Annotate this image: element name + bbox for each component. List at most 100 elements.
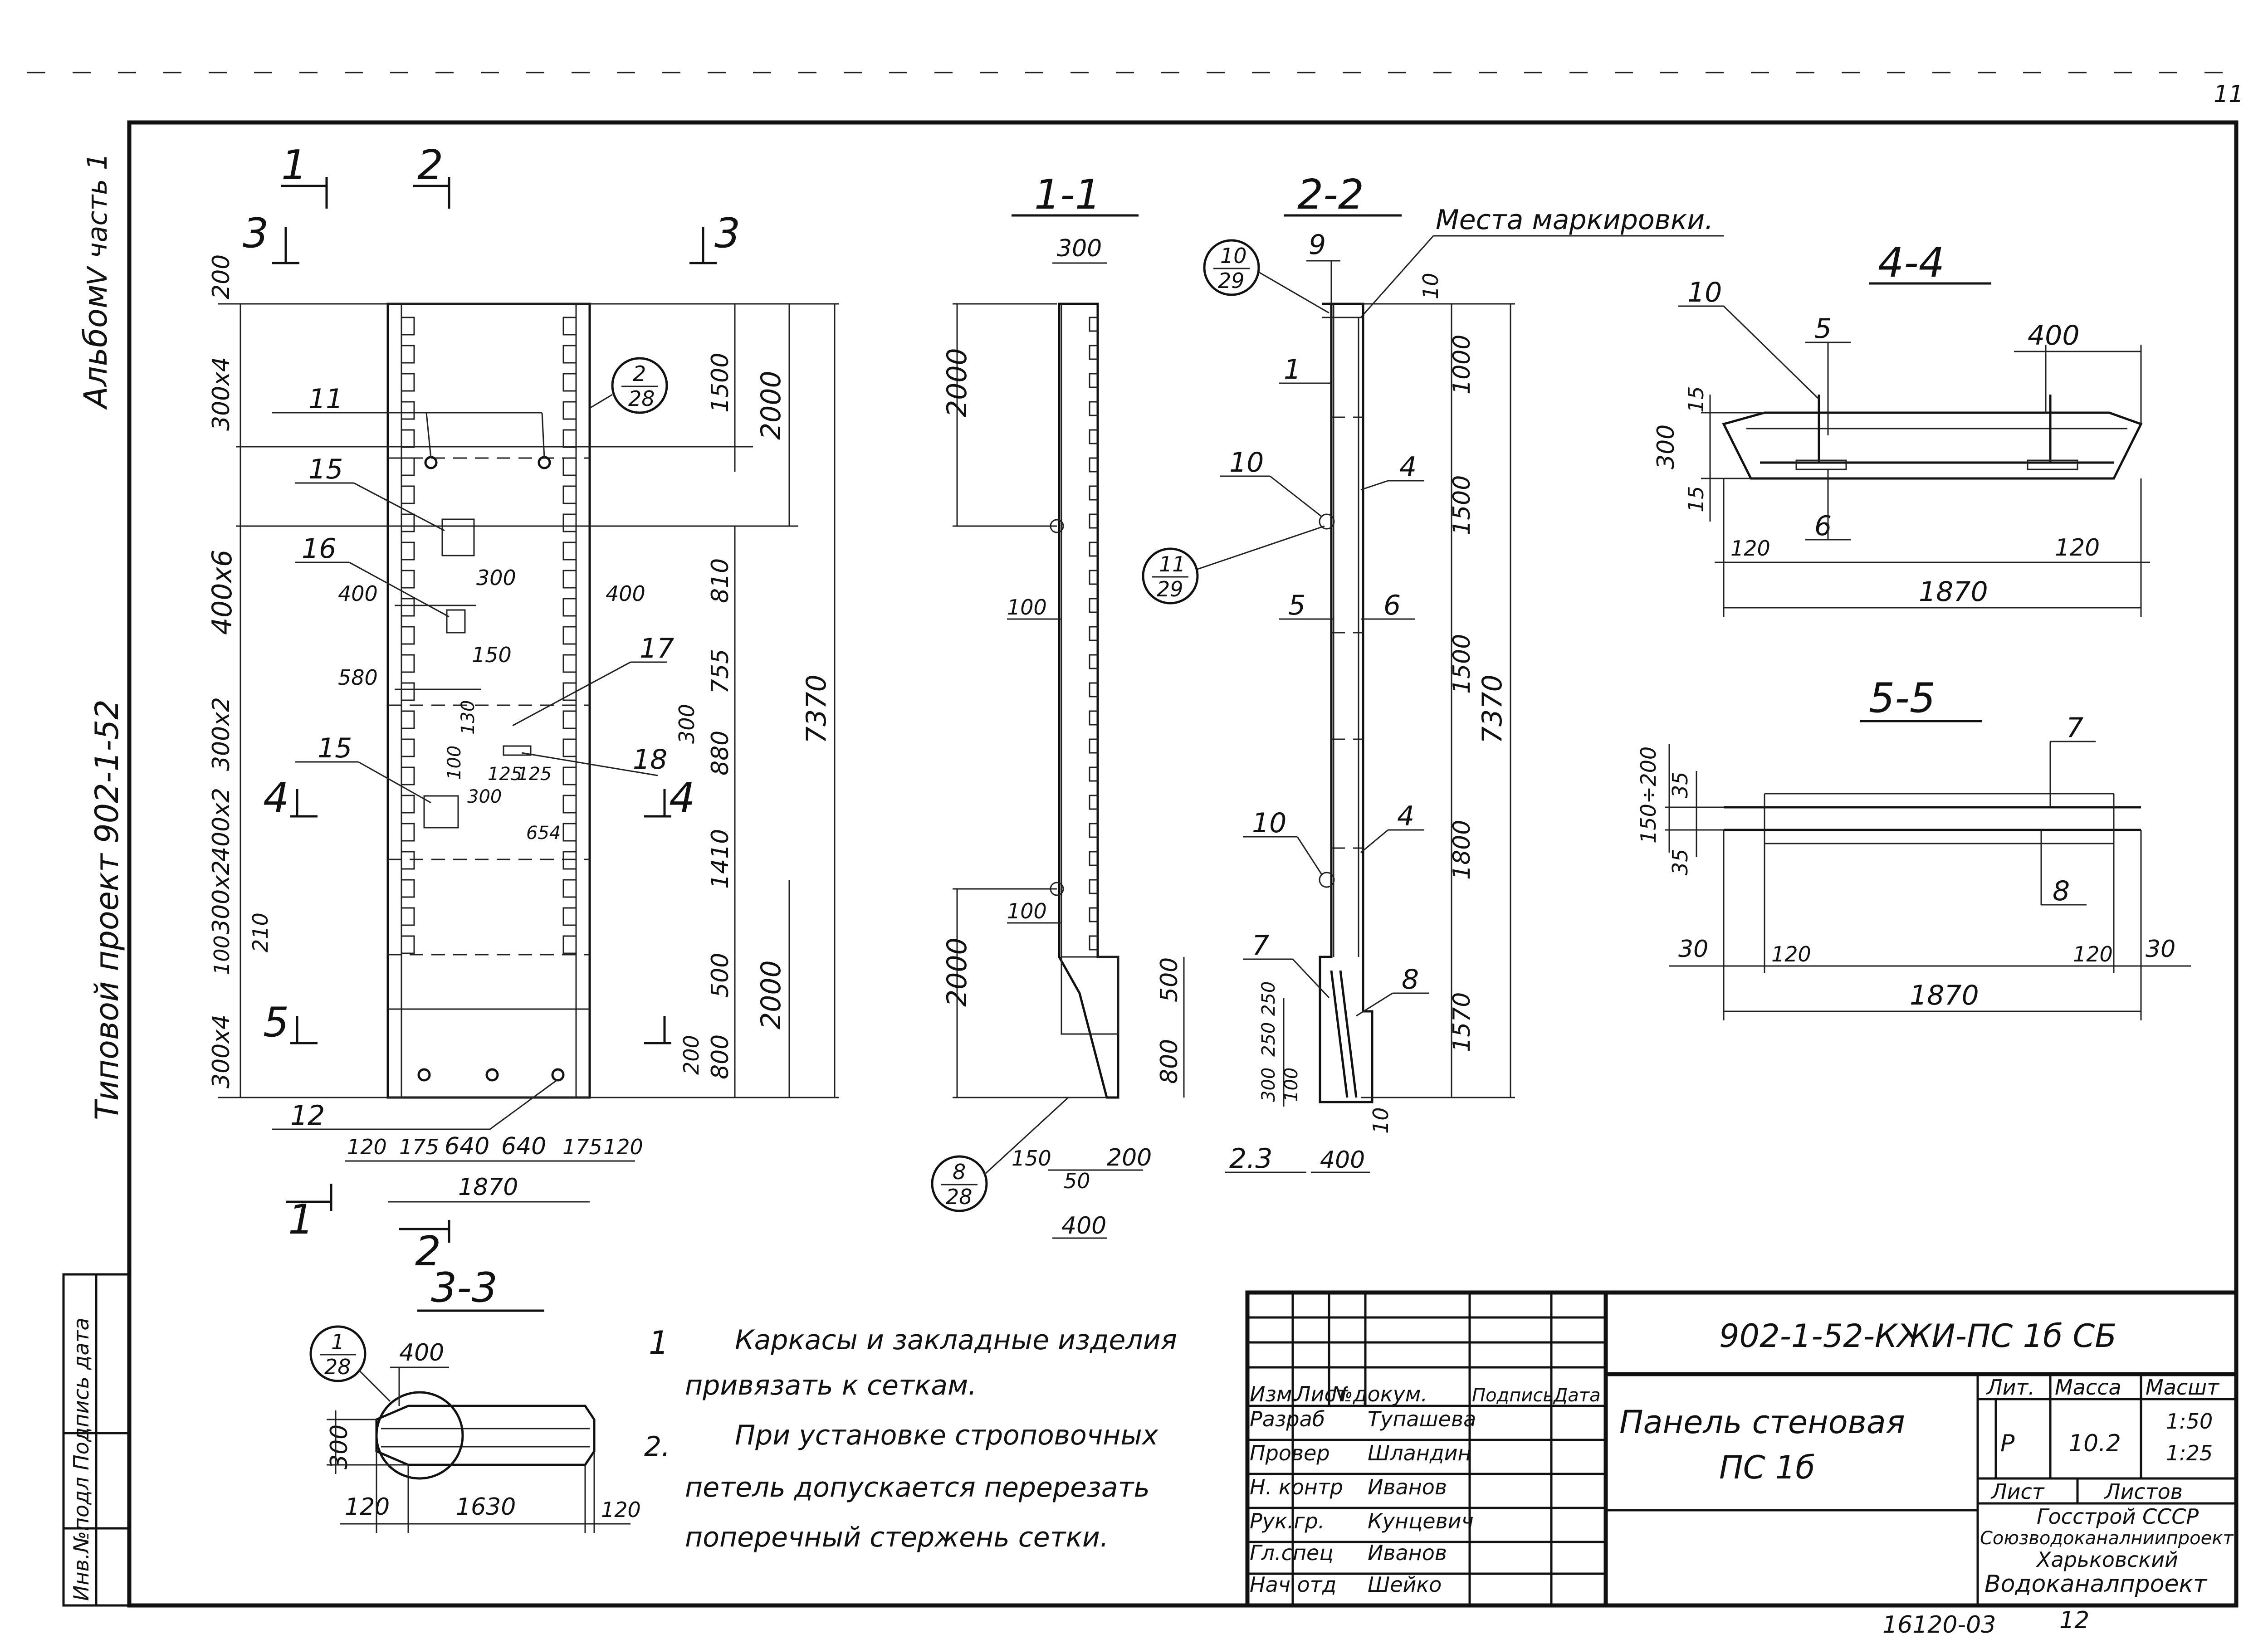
s11-dim-2000b: 2000 [941, 937, 973, 1007]
elevation-notch-left [401, 795, 415, 814]
s33-dim-120a: 120 [345, 1493, 390, 1521]
inventory-label: Инв.№подл Подпись дата [69, 1317, 93, 1601]
elev-dim-left-400x6: 400x6 [206, 550, 238, 635]
section-1-1-notch [1089, 598, 1098, 613]
elev-dim-left-200: 200 [208, 254, 235, 299]
elevation-notch-right [562, 907, 576, 926]
s55-dim-1870: 1870 [1910, 980, 1979, 1011]
volume-label: V часть 1 [82, 153, 113, 286]
s22-bottom-400: 400 [1320, 1146, 1365, 1174]
elevation-notch-right [562, 654, 576, 673]
s22-callout-5: 5 [1288, 590, 1305, 621]
section-mark-4-right: 4 [669, 774, 695, 822]
elevation-notch-left [401, 401, 415, 420]
s33-dim-400: 400 [399, 1339, 444, 1366]
s11-dim-500: 500 [1156, 957, 1183, 1002]
section-1-1-notch [1089, 626, 1098, 641]
s44-dim-15a: 15 [1684, 386, 1708, 413]
s22-ref2-top: 11 [1159, 552, 1186, 576]
section-mark-1: 1 [281, 141, 307, 189]
tb-org-line-1: Госстрой СССР [2037, 1504, 2199, 1529]
section-1-1-notch [1089, 457, 1098, 473]
elev-callout-17: 17 [640, 633, 674, 664]
elev-dim-bottom-175a: 175 [399, 1135, 439, 1159]
s55-dim-range: 150÷200 [1636, 746, 1661, 844]
section-1-1-notch [1089, 710, 1098, 726]
elev-dim-right-755: 755 [707, 649, 734, 694]
s33-dim-1630: 1630 [456, 1493, 516, 1521]
section-1-1-notch [1089, 541, 1098, 557]
section-1-1-notch [1089, 738, 1098, 754]
elev-dim-right-2000b: 2000 [755, 960, 787, 1029]
s11-bottom-200: 200 [1107, 1144, 1152, 1171]
section-2-2-title: 2-2 [1297, 171, 1364, 219]
section-4-4-title: 4-4 [1878, 239, 1945, 287]
elevation-notch-left [401, 907, 415, 926]
elevation-notch-left [401, 738, 415, 757]
elevation-notch-right [562, 935, 576, 954]
elev-dim-right-7370: 7370 [801, 674, 832, 744]
elev-dim-right-500: 500 [707, 953, 734, 998]
margin-left: Альбом V часть 1 Типовой проект 902-1-52 [77, 153, 126, 1120]
elevation-notch-right [562, 766, 576, 785]
s22-left-250b: 250 [1258, 1022, 1279, 1057]
elev-inner-150: 150 [472, 643, 512, 667]
tb-mass-label: Масса [2055, 1375, 2121, 1400]
s22-marking-label: Места маркировки. [1436, 204, 1713, 236]
section-5-5-title: 5-5 [1869, 674, 1936, 722]
elev-inner-130: 130 [458, 700, 479, 735]
s44-dim-15b: 15 [1684, 486, 1708, 512]
elevation-notch-left [401, 851, 415, 870]
s22-callout-4a: 4 [1399, 451, 1417, 483]
section-1-1-notch [1089, 935, 1098, 951]
elevation-notch-left [401, 317, 415, 336]
s55-dim-30a: 30 [1678, 936, 1708, 963]
section-1-1-notch [1089, 317, 1098, 332]
s22-callout-1: 1 [1284, 354, 1301, 385]
s44-dim-1870: 1870 [1919, 576, 1988, 608]
s22-callout-8: 8 [1402, 964, 1419, 995]
elev-dim-right-1500: 1500 [707, 353, 734, 413]
section-1-1-notch [1089, 429, 1098, 444]
section-1-1-notch [1089, 795, 1098, 810]
s22-ref2-bottom: 29 [1157, 577, 1183, 601]
elev-inner-125b: 125 [517, 764, 552, 785]
elev-dim-bottom-120b: 120 [603, 1135, 643, 1159]
tb-role-name: Тупашева [1368, 1407, 1476, 1431]
tb-role-name: Кунцевич [1368, 1509, 1474, 1533]
section-mark-5: 5 [263, 999, 289, 1046]
s55-dim-30b: 30 [2146, 936, 2175, 963]
elevation-notch-right [562, 710, 576, 729]
s55-callout-7: 7 [2066, 712, 2083, 744]
section-1-1-notch [1089, 401, 1098, 416]
sheet-frame [127, 120, 2239, 1608]
elevation-notch-left [401, 682, 415, 701]
tb-org-line-3: Харьковский [2036, 1547, 2178, 1572]
elev-dim-left-300x2b: 300x2 [208, 860, 235, 934]
elevation-notch-right [562, 795, 576, 814]
s22-left-300: 300 [1258, 1068, 1279, 1102]
section-1-1-notch [1089, 823, 1098, 838]
elev-inner-300b: 300 [467, 786, 502, 807]
s55-dim-120a: 120 [1771, 942, 1811, 966]
note-2-line-3: поперечный стержень сетки. [685, 1522, 1109, 1553]
s22-dim-1500b: 1500 [1448, 634, 1476, 694]
elev-inner-654: 654 [526, 823, 561, 844]
tb-lit-label: Лит. [1986, 1375, 2035, 1400]
elevation-notch-right [562, 541, 576, 561]
s55-dim-35b: 35 [1668, 849, 1692, 875]
section-5-5: 5-5 7 8 150÷200 35 35 30 120 120 30 1870 [1636, 674, 2191, 1020]
elev-dim-left-300x4: 300x4 [208, 357, 235, 431]
footer-number: 16120-03 [1882, 1611, 1996, 1639]
panel-elevation: 1 2 3 3 4 4 5 1 2 200 300x4 400x6 300x2 … [206, 141, 839, 1275]
s55-dim-35a: 35 [1668, 771, 1692, 798]
s22-dim-1570: 1570 [1448, 992, 1476, 1052]
elev-inner-300: 300 [476, 566, 516, 590]
album-label: Альбом [77, 284, 114, 410]
elevation-notch-left [401, 457, 415, 476]
s33-dim-120b: 120 [601, 1498, 641, 1522]
tb-role-name: Шейко [1368, 1572, 1442, 1597]
s55-dim-120b: 120 [2073, 942, 2113, 966]
section-1-1-notch [1089, 513, 1098, 529]
